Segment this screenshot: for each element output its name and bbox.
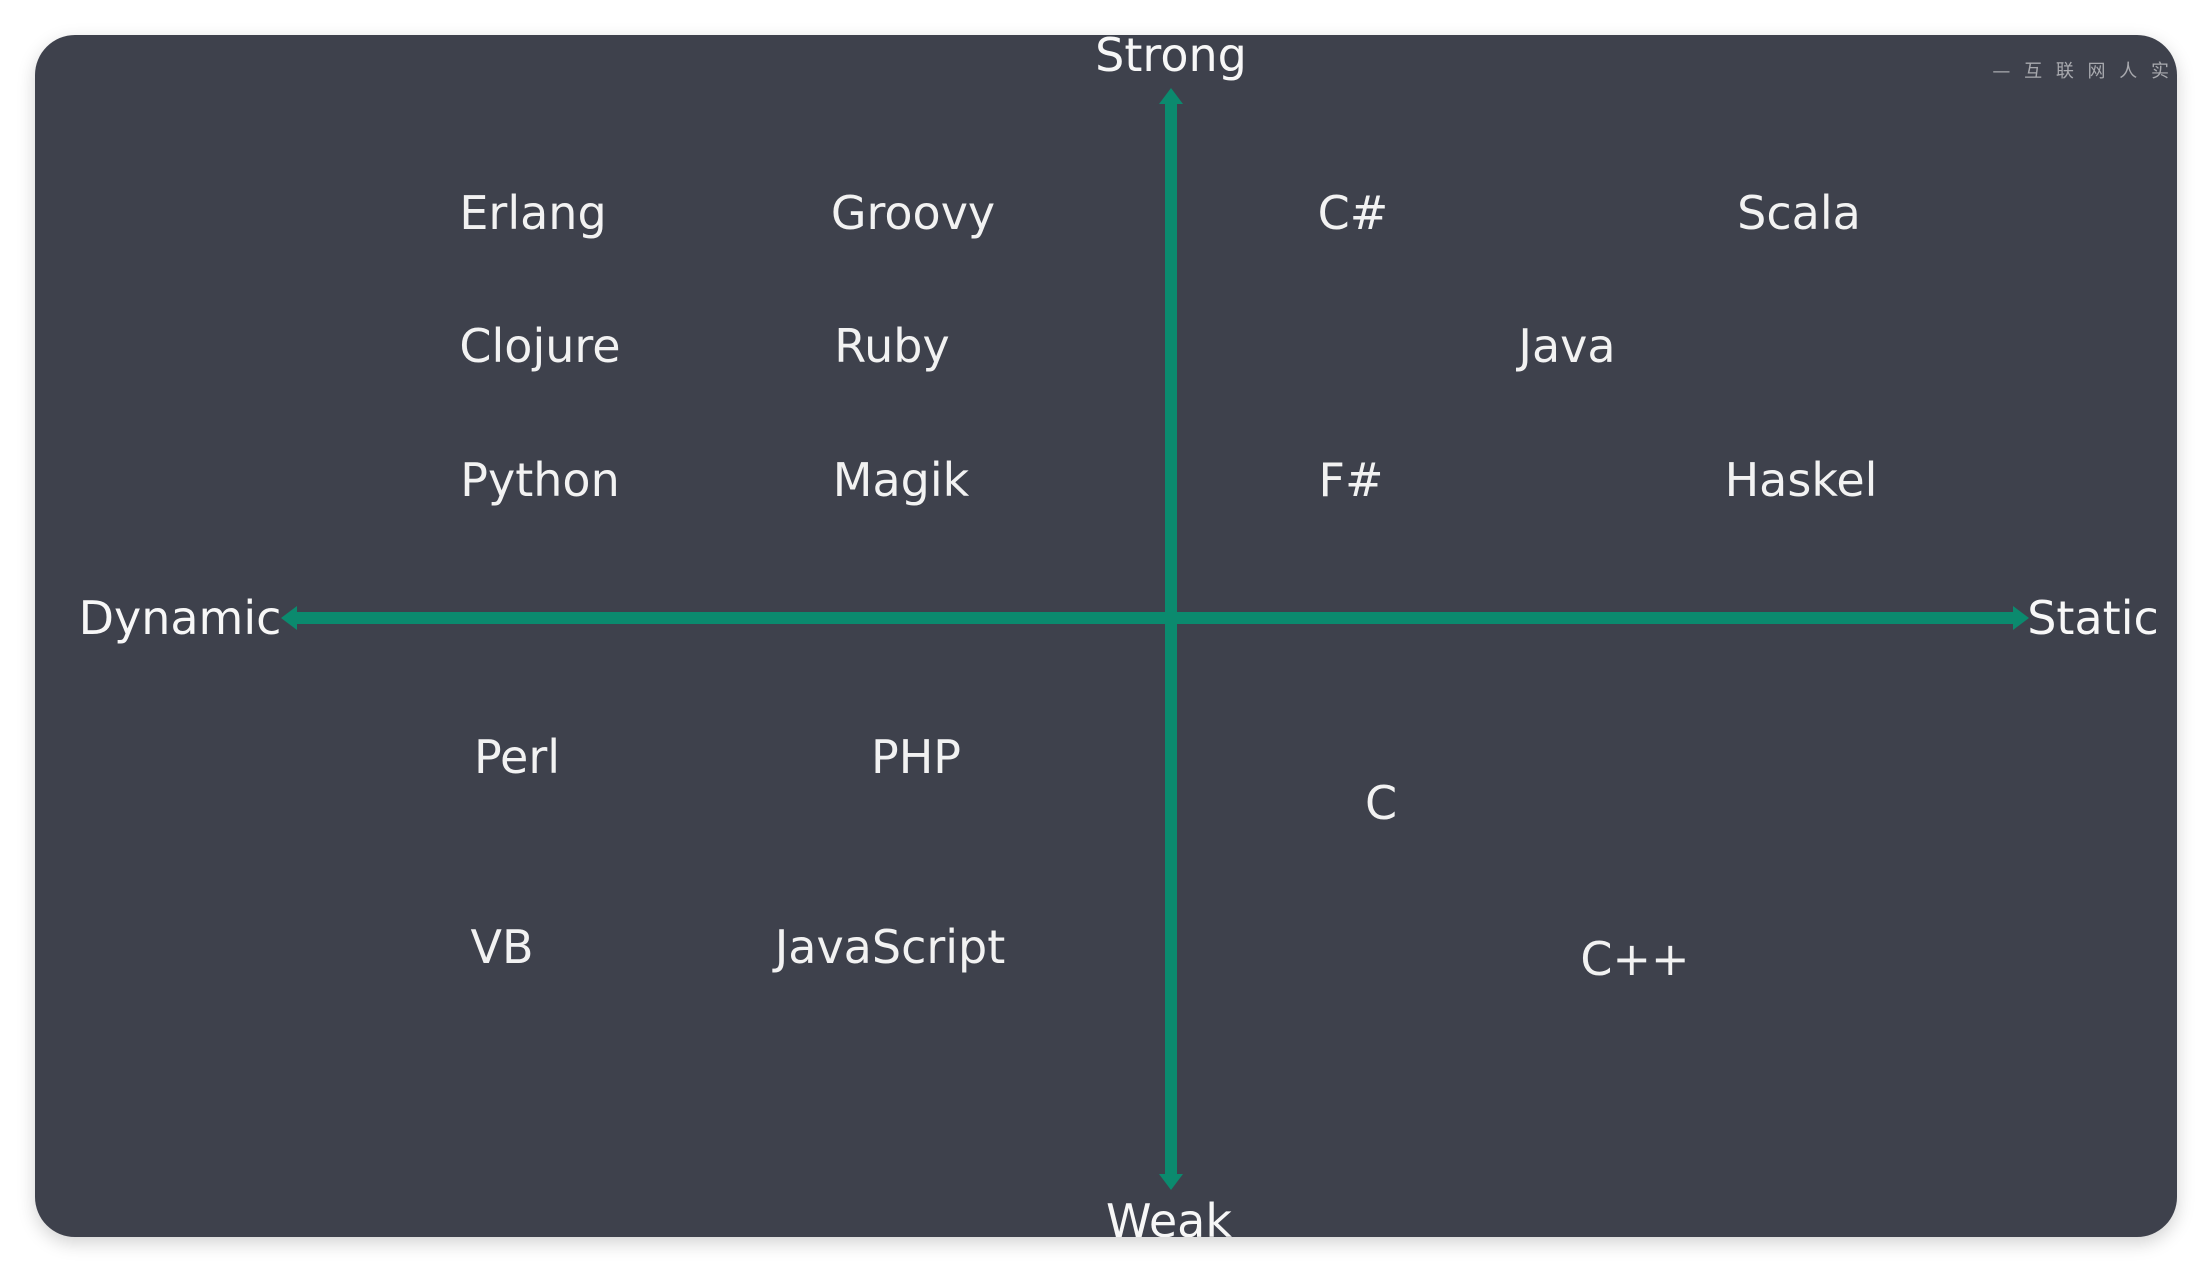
axis-label-static: Static bbox=[2027, 591, 2159, 645]
lang-groovy: Groovy bbox=[830, 186, 996, 240]
watermark-text: — 互 联 网 人 实 bbox=[1992, 61, 2173, 82]
quadrant-axes bbox=[281, 88, 2029, 1190]
diagram-card: Strong Weak Dynamic Static Erlang Groovy… bbox=[35, 35, 2177, 1237]
lang-erlang: Erlang bbox=[459, 186, 607, 240]
lang-fsharp: F# bbox=[1318, 453, 1384, 507]
lang-c: C bbox=[1364, 776, 1398, 830]
lang-java: Java bbox=[1518, 319, 1616, 373]
lang-javascript: JavaScript bbox=[774, 920, 1006, 974]
top-arrowhead bbox=[1159, 88, 1183, 104]
axis-label-weak: Weak bbox=[1106, 1194, 1232, 1237]
right-arrowhead bbox=[2013, 606, 2029, 630]
lang-vb: VB bbox=[470, 920, 534, 974]
axis-label-strong: Strong bbox=[1095, 35, 1247, 82]
lang-haskel: Haskel bbox=[1724, 453, 1878, 507]
left-arrowhead bbox=[281, 606, 297, 630]
axis-label-dynamic: Dynamic bbox=[78, 591, 282, 645]
bottom-arrowhead bbox=[1159, 1174, 1183, 1190]
lang-php: PHP bbox=[870, 730, 962, 784]
lang-cpp: C++ bbox=[1580, 932, 1690, 986]
lang-csharp: C# bbox=[1317, 186, 1389, 240]
lang-scala: Scala bbox=[1737, 186, 1861, 240]
lang-perl: Perl bbox=[473, 730, 561, 784]
lang-python: Python bbox=[460, 453, 620, 507]
lang-magik: Magik bbox=[832, 453, 970, 507]
lang-ruby: Ruby bbox=[834, 319, 950, 373]
lang-clojure: Clojure bbox=[459, 319, 621, 373]
